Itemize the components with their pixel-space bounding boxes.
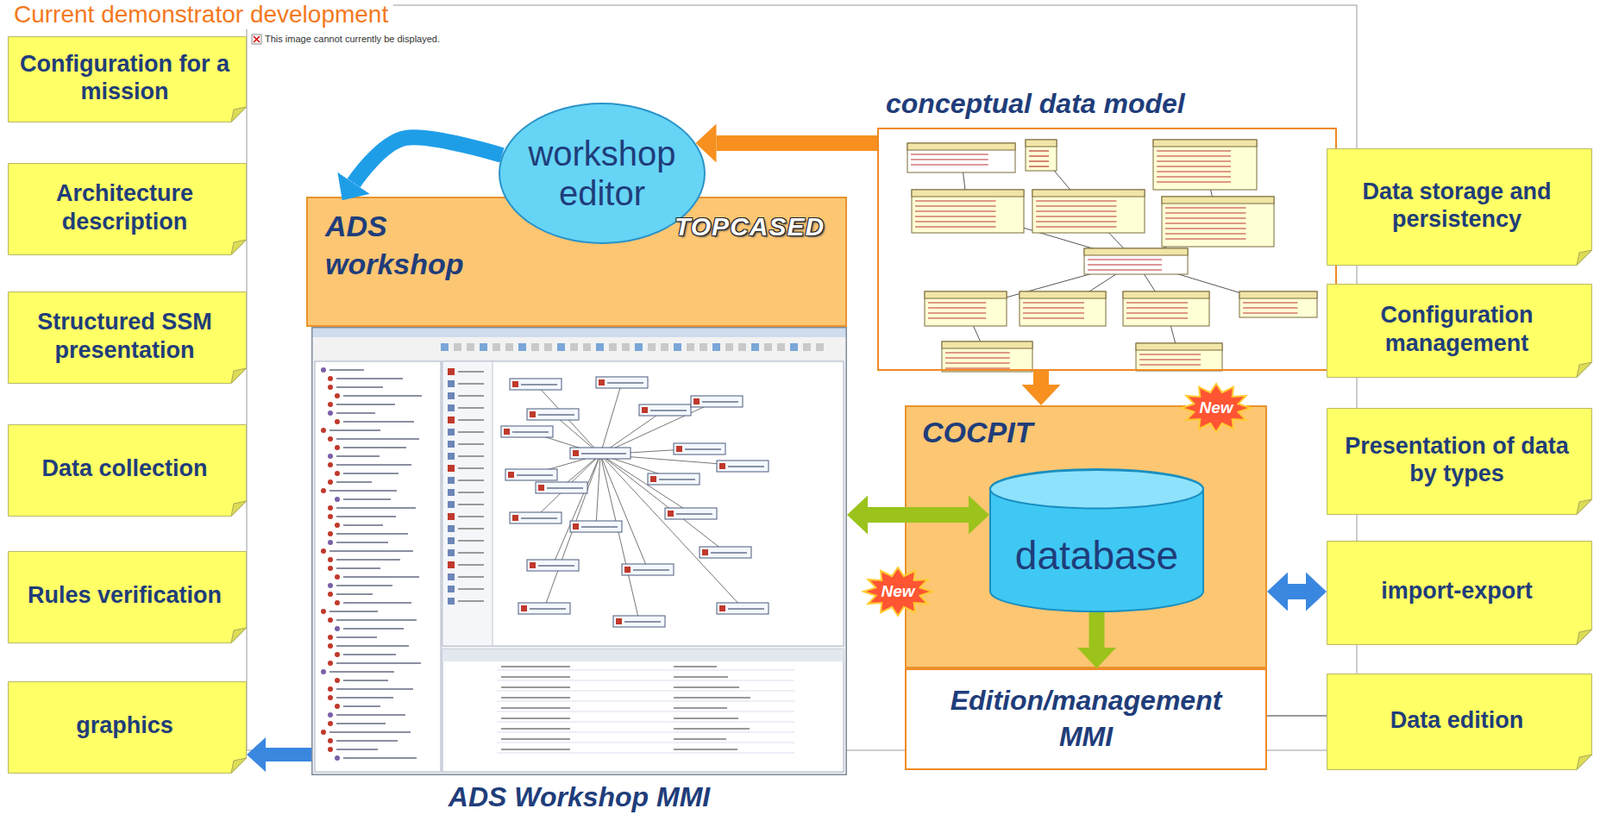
node-text: Data collection — [16, 454, 233, 483]
mmi-box-shape — [904, 668, 1268, 771]
label-holder: New — [1198, 398, 1233, 418]
connector-arrow — [353, 137, 502, 183]
mmi-box: Edition/management MMI — [904, 668, 1268, 771]
screenshot-frame: ADS Workshop MMI — [311, 326, 848, 776]
node-text: Rules verification — [16, 581, 233, 609]
new-badge: New — [880, 582, 915, 602]
node-text: Architecture description — [16, 179, 233, 236]
node-text: conceptual data model — [885, 87, 1346, 120]
new-starburst — [1181, 383, 1251, 433]
broken-image-icon — [251, 34, 262, 44]
node-text: Data storage and persistency — [1335, 177, 1579, 234]
connector-arrow — [1033, 370, 1049, 385]
topcased-logo: TOPCASED — [674, 212, 825, 242]
node-text: import-export — [1335, 577, 1579, 605]
sticky-note: Data edition — [1326, 673, 1593, 771]
page-title: Current demonstrator development — [8, 0, 394, 30]
application-screenshot — [311, 326, 848, 776]
placeholder-note: This image cannot currently be displayed… — [264, 33, 440, 44]
sticky-note: import-export — [1326, 540, 1593, 646]
cocpit-panel: COCPIT database — [904, 405, 1268, 669]
node-text: Presentation of data by types — [1335, 432, 1579, 489]
new-badge: New — [1198, 398, 1233, 418]
label-holder: New — [880, 582, 915, 602]
label-holder: TOPCASED — [674, 212, 825, 242]
node-text: workshop editor — [515, 133, 689, 214]
data-model-frame: conceptual data model — [877, 127, 1337, 371]
data-model-frame-shape — [877, 127, 1337, 371]
connector-arrow — [1267, 715, 1327, 717]
sticky-note: Structured SSM presentation — [7, 291, 247, 384]
node-text: Edition/management MMI — [939, 683, 1233, 755]
sticky-note: Data storage and persistency — [1326, 148, 1593, 266]
label-holder: This image cannot currently be displayed… — [264, 33, 440, 44]
node-text: database — [1015, 532, 1179, 579]
title-holder: Current demonstrator development — [8, 0, 394, 30]
sticky-note: Data collection — [7, 424, 247, 517]
node-text: ADS Workshop MMI — [311, 781, 848, 814]
node-text: COCPIT — [922, 415, 1033, 450]
node-text: Structured SSM presentation — [16, 307, 233, 364]
node-text: Configuration for a mission — [16, 50, 233, 107]
connector-arrow — [1089, 612, 1105, 648]
connector-arrow — [716, 135, 878, 151]
screenshot-frame-shape — [311, 326, 848, 776]
sticky-note: Configuration management — [1326, 283, 1593, 378]
uml-diagram — [878, 128, 1337, 372]
node-text: Configuration management — [1335, 301, 1579, 358]
node-text: graphics — [16, 711, 233, 740]
database-cylinder: database — [989, 469, 1205, 613]
connector-arrow — [265, 747, 312, 762]
sticky-note: Configuration for a mission — [7, 36, 247, 123]
connector-arrow — [1287, 583, 1306, 600]
new-starburst — [863, 567, 933, 616]
node-text: ADS workshop — [325, 207, 498, 283]
sticky-note: Rules verification — [7, 551, 247, 644]
sticky-note: Presentation of data by types — [1326, 407, 1593, 515]
sticky-note: graphics — [7, 681, 247, 774]
sticky-note: Architecture description — [7, 163, 247, 256]
node-text: Data edition — [1335, 706, 1579, 735]
connector-arrow — [867, 507, 969, 523]
